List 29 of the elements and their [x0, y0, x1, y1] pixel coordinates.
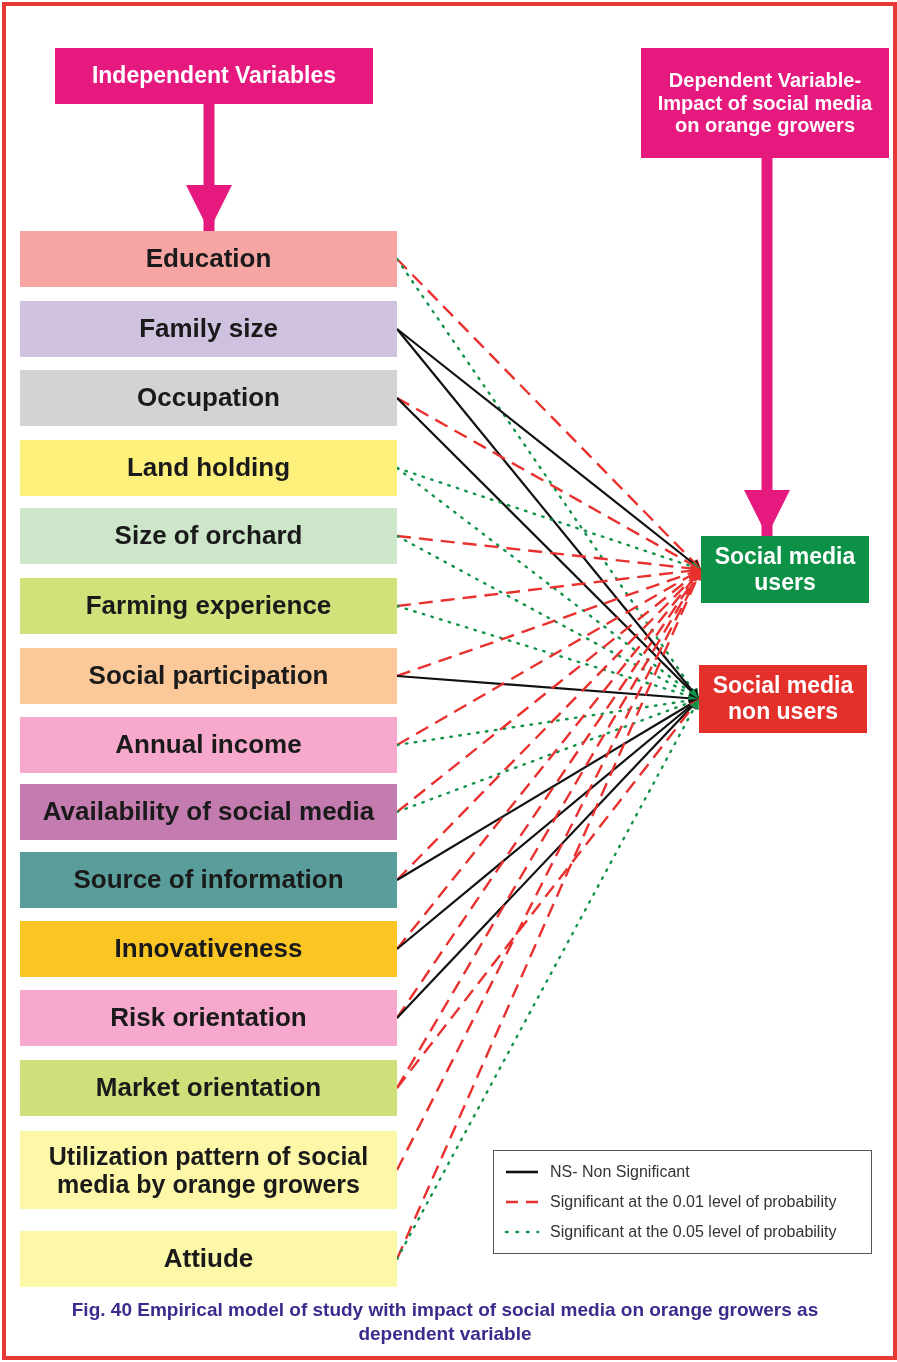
- heading-box: Independent Variables: [55, 48, 373, 104]
- variable-box: Education: [20, 231, 397, 287]
- variable-box: Availability of social media: [20, 784, 397, 840]
- legend-label: Significant at the 0.01 level of probability: [550, 1193, 837, 1211]
- variable-box: Social participation: [20, 648, 397, 704]
- figure-caption: Fig. 40 Empirical model of study with impact of social media on orange growers as dependent variable: [70, 1298, 820, 1346]
- outcome-box: Social media users: [701, 536, 869, 603]
- variable-box: Occupation: [20, 370, 397, 426]
- connector-line: [396, 698, 700, 1089]
- variable-box: Size of orchard: [20, 508, 397, 564]
- connector-line: [396, 396, 702, 571]
- variable-box: Farming experience: [20, 578, 397, 634]
- arrow: [744, 158, 790, 536]
- arrow: [186, 104, 232, 231]
- heading-box: Dependent Variable- Impact of social media on orange growers: [641, 48, 889, 158]
- connector-line: [396, 568, 702, 678]
- variable-box: Utilization pattern of social media by orange growers: [20, 1131, 397, 1209]
- variable-box: Innovativeness: [20, 921, 397, 977]
- outcome-box: Social media non users: [699, 665, 867, 733]
- variable-box: Market orientation: [20, 1060, 397, 1116]
- legend-label: NS- Non Significant: [550, 1163, 690, 1181]
- legend-label: Significant at the 0.05 level of probability: [550, 1223, 837, 1241]
- connector-line: [396, 698, 700, 881]
- variable-box: Family size: [20, 301, 397, 357]
- variable-box: Source of information: [20, 852, 397, 908]
- variable-box: Land holding: [20, 440, 397, 496]
- variable-box: Attiude: [20, 1231, 397, 1287]
- variable-box: Annual income: [20, 717, 397, 773]
- variable-box: Risk orientation: [20, 990, 397, 1046]
